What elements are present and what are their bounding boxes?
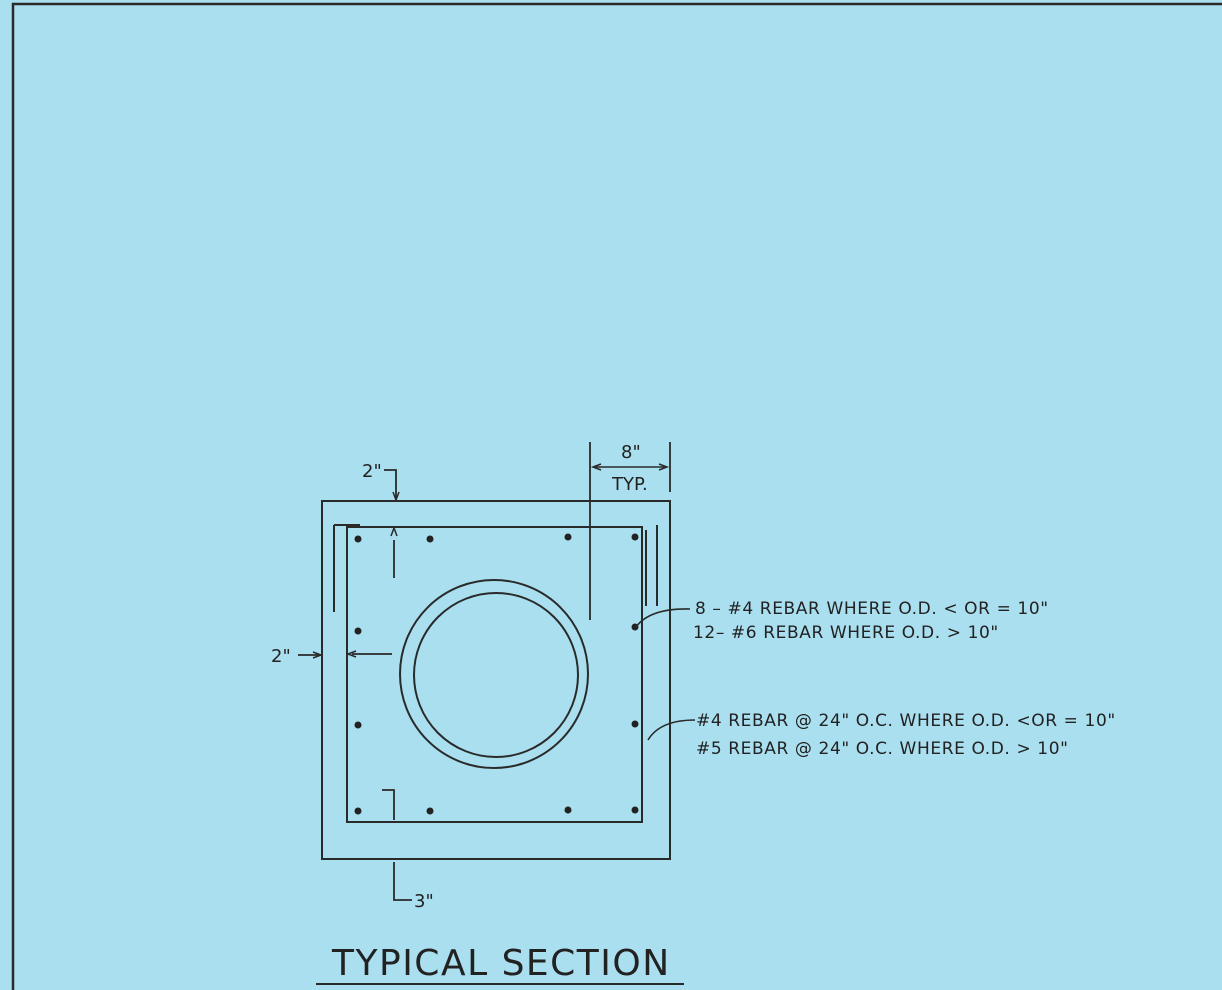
section-title-text: TYPICAL SECTION [331, 943, 671, 984]
stirrup-leader [647, 719, 696, 741]
wall-thickness-label: 8" [621, 442, 641, 463]
stirrup-outline [346, 526, 643, 823]
section-drawing: 2" 2" 3" 8" TYP. [271, 442, 696, 912]
rebar-dot [354, 535, 362, 543]
corner-bar-note-line-2: 12– #6 REBAR WHERE O.D. > 10" [693, 623, 999, 643]
rebar-dot [631, 806, 639, 814]
rebar-dots [354, 533, 639, 815]
rebar-dot [354, 807, 362, 815]
rebar-dot [426, 535, 434, 543]
rebar-dot [426, 807, 434, 815]
sheet-border [11, 2, 1222, 990]
rebar-dot [631, 720, 639, 728]
stirrup-hook-right [645, 525, 658, 606]
section-title: TYPICAL SECTION [316, 943, 684, 985]
rebar-dot [564, 533, 572, 541]
stirrup-note-line-1: #4 REBAR @ 24" O.C. WHERE O.D. <OR = 10" [696, 711, 1116, 731]
stirrup-note-line-2: #5 REBAR @ 24" O.C. WHERE O.D. > 10" [696, 739, 1069, 759]
rebar-dot [631, 533, 639, 541]
pipe-inner-circle [413, 592, 579, 758]
rebar-notes: 8 – #4 REBAR WHERE O.D. < OR = 10" 12– #… [693, 599, 1116, 759]
stirrup-hook-left [333, 524, 360, 612]
side-cover-label: 2" [271, 646, 291, 667]
pipe-outer-circle [399, 579, 589, 769]
outer-box [321, 500, 671, 860]
bottom-cover-dimension: 3" [382, 789, 434, 912]
rebar-dot [564, 806, 572, 814]
rebar-dot [354, 721, 362, 729]
side-cover-dimension: 2" [271, 646, 392, 667]
wall-thickness-typ-label: TYP. [611, 474, 648, 495]
rebar-dot [354, 627, 362, 635]
wall-thickness-dimension: 8" TYP. [589, 442, 671, 620]
top-cover-dimension: 2" [362, 461, 400, 578]
top-cover-label: 2" [362, 461, 382, 482]
corner-bar-note-line-1: 8 – #4 REBAR WHERE O.D. < OR = 10" [695, 599, 1049, 619]
corner-bar-leader [635, 608, 691, 628]
bottom-cover-label: 3" [414, 891, 434, 912]
